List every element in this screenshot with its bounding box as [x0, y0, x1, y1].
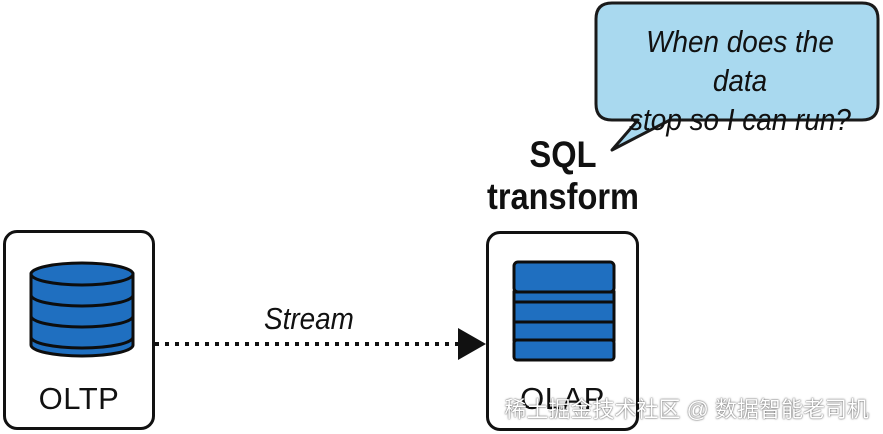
transform-label: SQL transform [479, 134, 646, 218]
arrowhead-icon [458, 328, 486, 360]
speech-bubble-text: When does the data stop so I can run? [618, 22, 863, 139]
oltp-node: OLTP [3, 230, 155, 430]
olap-label: OLAP [520, 381, 605, 416]
olap-node: OLAP [486, 231, 639, 431]
watermark: 稀土掘金技术社区 @ 数据智能老司机 [504, 397, 869, 422]
oltp-label: OLTP [38, 381, 120, 416]
stream-arrow [155, 328, 486, 360]
transform-line-2: transform [487, 176, 639, 217]
transform-line-1: SQL [529, 134, 597, 175]
database-cylinder-icon [29, 261, 135, 358]
speech-bubble-icon [594, 1, 880, 152]
speech-bubble-line-2: stop so I can run? [629, 102, 851, 137]
speech-bubble-line-1: When does the data [646, 24, 834, 98]
table-stack-icon [512, 260, 616, 362]
stream-label: Stream [264, 301, 354, 336]
